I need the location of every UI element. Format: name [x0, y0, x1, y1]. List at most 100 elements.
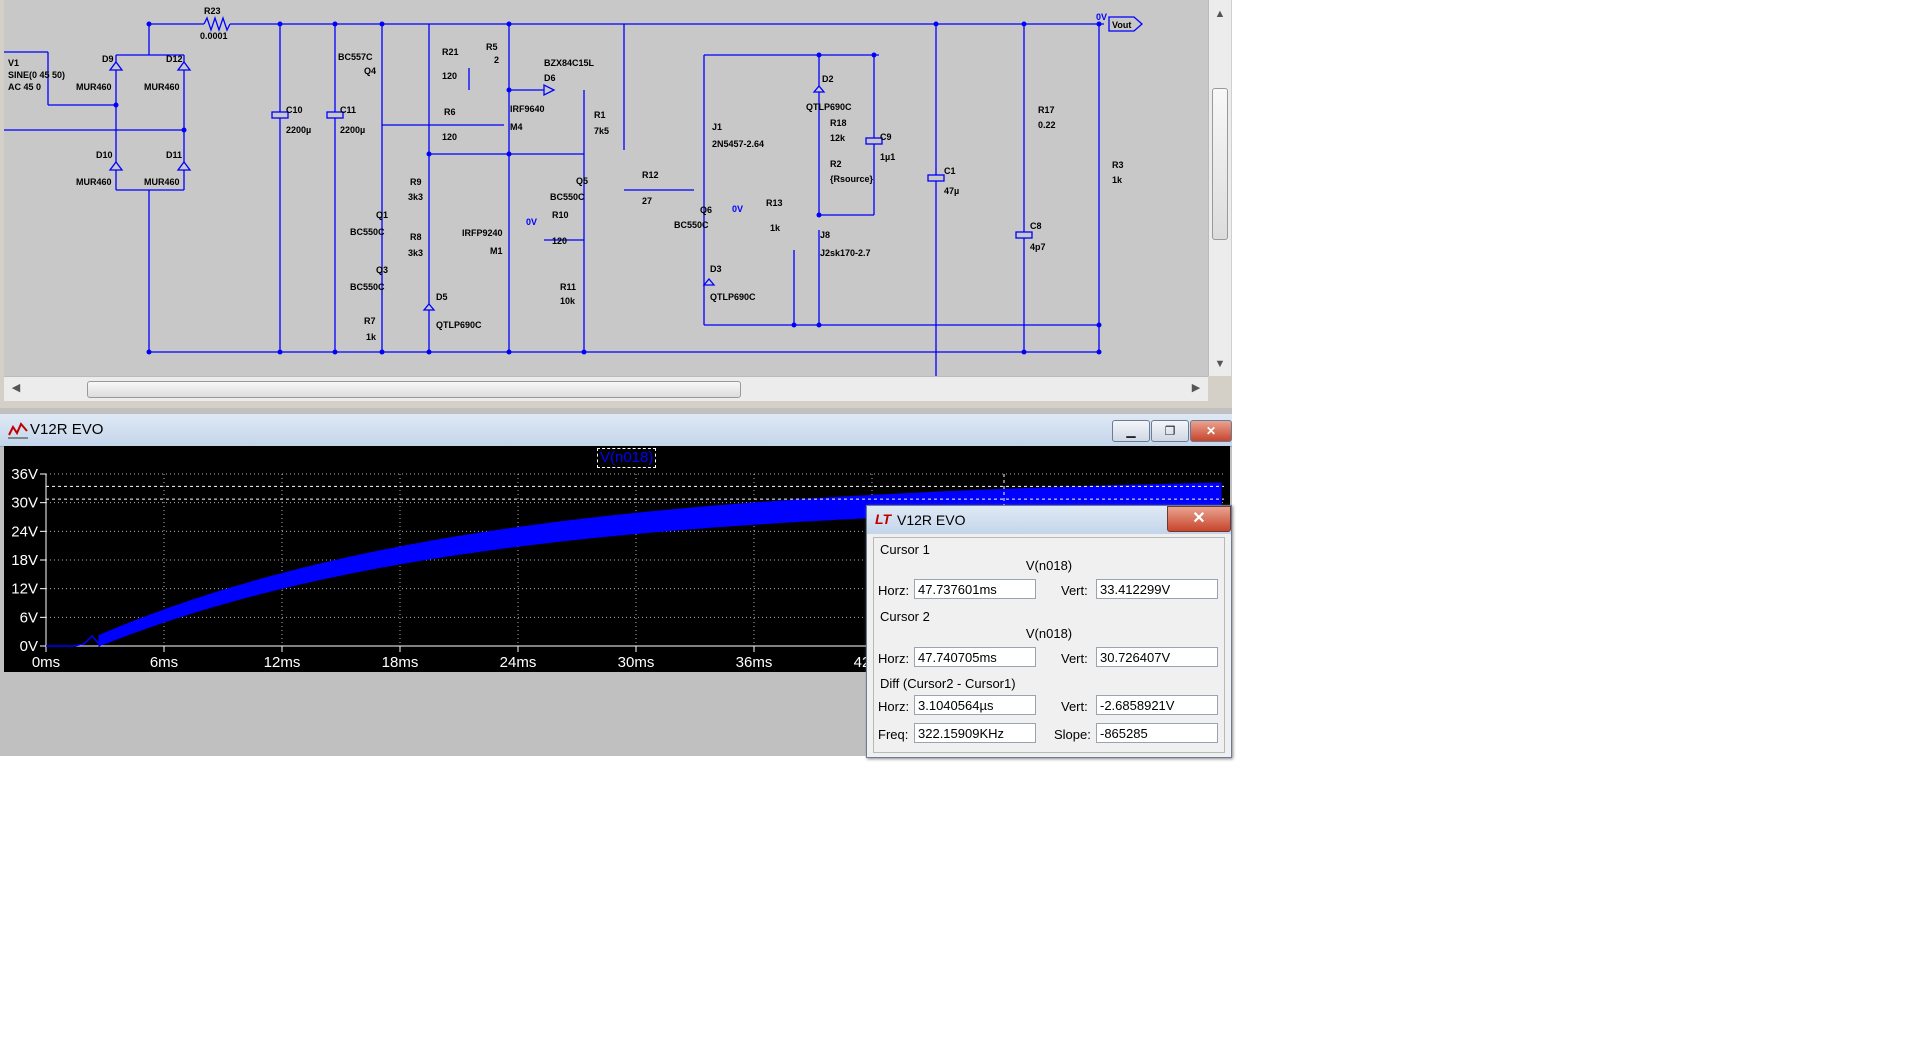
r21-name: R21 [442, 47, 459, 57]
r2-value: {Rsource} [830, 174, 874, 184]
x-tick-label: 36ms [736, 654, 773, 671]
r17-value: 0.22 [1038, 120, 1056, 130]
d10-value: MUR460 [76, 177, 112, 187]
waveform-window-title: V12R EVO [30, 421, 104, 438]
c9-name: C9 [880, 132, 892, 142]
restore-icon: ❐ [1164, 424, 1176, 438]
c9-value: 1µ1 [880, 152, 895, 162]
diff-vert-label: Vert: [1061, 699, 1088, 714]
c8-value: 4p7 [1030, 242, 1046, 252]
y-tick-label: 12V [11, 581, 38, 598]
close-icon: ✕ [1205, 424, 1217, 438]
x-tick-label: 0ms [32, 654, 60, 671]
scroll-down-arrow-icon[interactable]: ▼ [1214, 358, 1226, 370]
diff-label: Diff (Cursor2 - Cursor1) [880, 676, 1016, 691]
minimize-button[interactable]: ▁ [1112, 420, 1150, 442]
vertical-scroll-thumb[interactable] [1212, 88, 1228, 240]
c10-name: C10 [286, 105, 303, 115]
d11-name: D11 [166, 150, 182, 160]
j8-value: J2sk170-2.7 [820, 248, 871, 258]
r3-name: R3 [1112, 160, 1124, 170]
node-0v-q6: 0V [732, 204, 743, 214]
diff-vert-field[interactable]: -2.6858921V [1096, 695, 1218, 715]
r12-name: R12 [642, 170, 659, 180]
x-tick-label: 12ms [264, 654, 301, 671]
source-name: V1 [8, 58, 19, 68]
d3-name: D3 [710, 264, 722, 274]
slope-field[interactable]: -865285 [1096, 723, 1218, 743]
j8-name: J8 [820, 230, 830, 240]
q6-name: Q6 [700, 205, 712, 215]
r5-name: R5 [486, 42, 498, 52]
cursor1-label: Cursor 1 [880, 542, 930, 557]
cursor2-trace: V(n018) [1025, 626, 1073, 641]
cursor2-horz-field[interactable]: 47.740705ms [914, 647, 1036, 667]
maximize-button[interactable]: ❐ [1151, 420, 1189, 442]
minimize-icon: ▁ [1126, 424, 1136, 438]
r6-name: R6 [444, 107, 456, 117]
r10-value: 120 [552, 236, 567, 246]
c10-value: 2200µ [286, 125, 311, 135]
cursor1-horz-field[interactable]: 47.737601ms [914, 579, 1036, 599]
r21-value: 120 [442, 71, 457, 81]
scroll-left-arrow-icon[interactable]: ◀ [11, 382, 21, 394]
horizontal-scroll-thumb[interactable] [87, 381, 741, 398]
x-tick-label: 18ms [382, 654, 419, 671]
r11-value: 10k [560, 296, 576, 306]
cursor1-vert-label: Vert: [1061, 583, 1088, 598]
close-icon: ✕ [1192, 510, 1206, 527]
r18-value: 12k [830, 133, 846, 143]
cursor-readout-dialog: LT V12R EVO ✕ Cursor 1 V(n018) Horz: 47.… [866, 505, 1232, 758]
r13-name: R13 [766, 198, 783, 208]
d3-value: QTLP690C [710, 292, 756, 302]
y-tick-label: 30V [11, 495, 38, 512]
c11-value: 2200µ [340, 125, 365, 135]
schematic-drawing: V1 SINE(0 45 50) AC 45 0 R23 0.0001 R21 … [4, 6, 1143, 376]
c11-name: C11 [340, 105, 356, 115]
r8-value: 3k3 [408, 248, 423, 258]
scroll-up-arrow-icon[interactable]: ▲ [1214, 8, 1226, 20]
trace-label-v-n018[interactable]: V(n018) [597, 448, 657, 468]
d2-value: QTLP690C [806, 102, 852, 112]
r1-value: 7k5 [594, 126, 609, 136]
d6-name: D6 [544, 73, 556, 83]
cursor2-vert-field[interactable]: 30.726407V [1096, 647, 1218, 667]
c8-name: C8 [1030, 221, 1042, 231]
cursor-dialog-close-button[interactable]: ✕ [1167, 506, 1231, 532]
q4-value: BC557C [338, 52, 373, 62]
cursor-dialog-body: Cursor 1 V(n018) Horz: 47.737601ms Vert:… [873, 537, 1225, 753]
close-button[interactable]: ✕ [1190, 420, 1232, 442]
schematic-vertical-scrollbar[interactable]: ▲ ▼ [1208, 0, 1231, 376]
source-line1: SINE(0 45 50) [8, 70, 65, 80]
cursor1-vert-field[interactable]: 33.412299V [1096, 579, 1218, 599]
schematic-canvas[interactable]: V1 SINE(0 45 50) AC 45 0 R23 0.0001 R21 … [4, 0, 1208, 376]
cursor1-horz-label: Horz: [878, 583, 910, 598]
q5-value: BC550C [550, 192, 585, 202]
freq-field[interactable]: 322.15909KHz [914, 723, 1036, 743]
y-tick-label: 18V [11, 552, 38, 569]
r3-value: 1k [1112, 175, 1123, 185]
m1-value: IRFP9240 [462, 228, 503, 238]
diff-horz-field[interactable]: 3.1040564µs [914, 695, 1036, 715]
c1-value: 47µ [944, 186, 959, 196]
d12-value: MUR460 [144, 82, 180, 92]
cursor2-vert-label: Vert: [1061, 651, 1088, 666]
d6-value: BZX84C15L [544, 58, 595, 68]
schematic-horizontal-scrollbar[interactable]: ◀ ▶ [4, 376, 1208, 401]
scroll-right-arrow-icon[interactable]: ▶ [1191, 382, 1201, 394]
d11-value: MUR460 [144, 177, 180, 187]
r9-value: 3k3 [408, 192, 423, 202]
d5-name: D5 [436, 292, 448, 302]
r12-value: 27 [642, 196, 652, 206]
r17-name: R17 [1038, 105, 1055, 115]
m4-value: IRF9640 [510, 104, 545, 114]
diff-horz-label: Horz: [878, 699, 910, 714]
vout-flag-label: Vout [1112, 20, 1131, 30]
cursor-dialog-title-bar[interactable]: LT V12R EVO ✕ [867, 506, 1231, 534]
cursor1-trace: V(n018) [1025, 558, 1073, 573]
schematic-window: V1 SINE(0 45 50) AC 45 0 R23 0.0001 R21 … [0, 0, 1232, 408]
waveform-title-bar[interactable]: V12R EVO ▁ ❐ ✕ [0, 414, 1232, 447]
r18-name: R18 [830, 118, 847, 128]
r1-name: R1 [594, 110, 606, 120]
q1-value: BC550C [350, 227, 385, 237]
